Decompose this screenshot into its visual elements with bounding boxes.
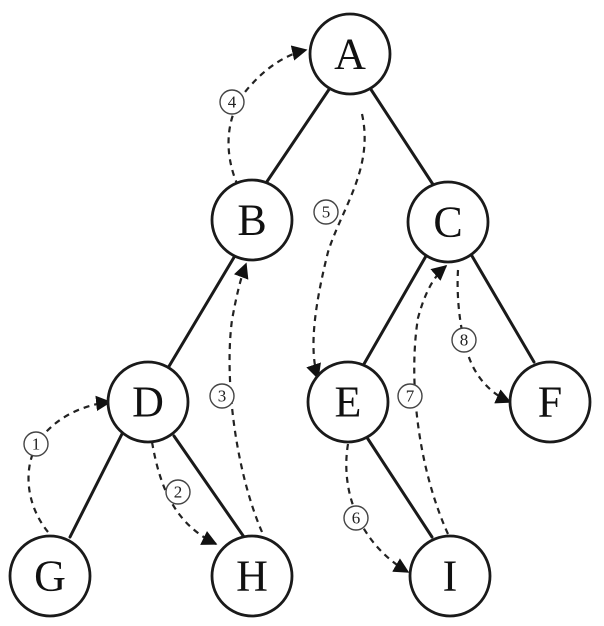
- tree-nodes: A B C D E F G H: [8, 12, 592, 618]
- node-d: D: [106, 360, 190, 444]
- thread-e-to-i: [345, 443, 410, 573]
- thread-arrows: [27, 45, 512, 573]
- thread-i-to-c: [413, 264, 450, 535]
- thread-c-to-f: [456, 269, 512, 404]
- node-label-e: E: [335, 378, 362, 427]
- thread-h-to-b: [228, 262, 264, 533]
- node-label-b: B: [237, 196, 266, 245]
- thread-a-to-e: [306, 113, 366, 380]
- step-label-7: 7: [406, 387, 415, 406]
- edge-b-d: [166, 252, 238, 370]
- step-marker-1: 1: [23, 431, 49, 457]
- thread-g-to-d: [27, 395, 112, 533]
- node-label-a: A: [334, 30, 366, 79]
- edge-a-c: [368, 86, 436, 188]
- node-label-c: C: [433, 198, 462, 247]
- node-h: H: [210, 534, 294, 618]
- node-label-d: D: [132, 378, 164, 427]
- node-label-g: G: [34, 552, 66, 601]
- step-marker-4: 4: [219, 89, 245, 115]
- node-f: F: [508, 360, 592, 444]
- step-marker-3: 3: [209, 383, 235, 409]
- edge-c-f: [470, 254, 536, 364]
- thread-b-to-a: [227, 45, 308, 187]
- step-label-5: 5: [322, 203, 331, 222]
- edge-a-b: [262, 86, 332, 188]
- step-label-2: 2: [174, 483, 183, 502]
- edge-d-g: [68, 428, 126, 539]
- step-marker-8: 8: [451, 327, 477, 353]
- node-g: G: [8, 534, 92, 618]
- step-markers: 1 2 3 4 5 6 7 8: [23, 89, 477, 531]
- node-a: A: [308, 12, 392, 96]
- node-e: E: [306, 360, 390, 444]
- node-c: C: [406, 180, 490, 264]
- node-b: B: [210, 178, 294, 262]
- step-marker-5: 5: [313, 199, 339, 225]
- step-label-8: 8: [460, 331, 469, 350]
- node-label-i: I: [443, 552, 458, 601]
- thread-d-to-h: [150, 441, 218, 545]
- node-label-f: F: [538, 378, 562, 427]
- step-label-1: 1: [32, 435, 41, 454]
- step-marker-7: 7: [397, 383, 423, 409]
- step-label-4: 4: [228, 93, 237, 112]
- step-label-6: 6: [352, 509, 361, 528]
- tree-edges: [68, 86, 536, 539]
- node-label-h: H: [236, 552, 268, 601]
- step-label-3: 3: [218, 387, 227, 406]
- edge-c-e: [362, 254, 428, 366]
- edge-d-h: [172, 434, 246, 539]
- step-marker-6: 6: [343, 505, 369, 531]
- node-i: I: [408, 534, 492, 618]
- step-marker-2: 2: [165, 479, 191, 505]
- edge-e-i: [364, 434, 434, 539]
